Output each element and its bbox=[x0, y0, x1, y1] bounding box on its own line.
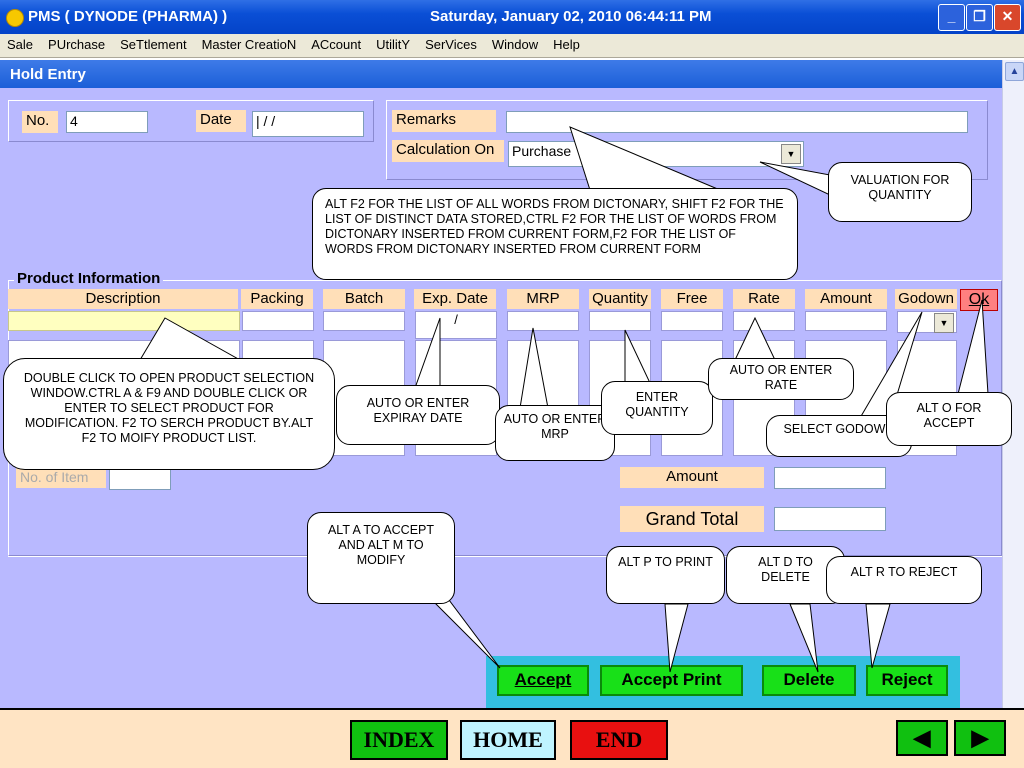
amount-total-field bbox=[774, 467, 886, 489]
col-packing: Packing bbox=[241, 289, 313, 309]
free-input[interactable] bbox=[661, 311, 723, 331]
no-of-item-label: No. of Item bbox=[16, 468, 106, 488]
close-button[interactable]: ✕ bbox=[994, 4, 1021, 31]
datetime-display: Saturday, January 02, 2010 06:44:11 PM bbox=[430, 8, 712, 25]
rate-callout: AUTO OR ENTER RATE bbox=[708, 358, 854, 400]
calculation-on-value: Purchase bbox=[512, 143, 572, 159]
menu-sale[interactable]: Sale bbox=[7, 37, 34, 52]
description-input[interactable] bbox=[8, 311, 240, 331]
amount-input[interactable] bbox=[805, 311, 887, 331]
chevron-down-icon[interactable]: ▼ bbox=[934, 313, 954, 333]
print-callout: ALT P TO PRINT bbox=[606, 546, 725, 604]
app-title: PMS ( DYNODE (PHARMA) ) bbox=[28, 8, 228, 25]
title-bar: PMS ( DYNODE (PHARMA) ) Saturday, Januar… bbox=[0, 0, 1024, 34]
next-arrow-icon[interactable]: ▶ bbox=[954, 720, 1006, 756]
scroll-up-icon[interactable]: ▲ bbox=[1005, 62, 1024, 81]
reject-callout: ALT R TO REJECT bbox=[826, 556, 982, 604]
accept-modify-callout: ALT A TO ACCEPT AND ALT M TO MODIFY bbox=[307, 512, 455, 604]
menu-help[interactable]: Help bbox=[553, 37, 580, 52]
form-title: Hold Entry bbox=[0, 60, 1002, 88]
col-godown: Godown bbox=[895, 289, 957, 309]
menu-services[interactable]: SerVices bbox=[425, 37, 477, 52]
vertical-scrollbar[interactable]: ▲ bbox=[1002, 60, 1024, 708]
delete-button[interactable]: Delete bbox=[762, 665, 856, 696]
exp-date-input[interactable]: / bbox=[415, 311, 497, 339]
col-description: Description bbox=[8, 289, 238, 309]
divider bbox=[8, 556, 1002, 557]
end-button[interactable]: END bbox=[570, 720, 668, 760]
col-free: Free bbox=[661, 289, 723, 309]
col-rate: Rate bbox=[733, 289, 795, 309]
no-field[interactable]: 4 bbox=[66, 111, 148, 133]
col-amount: Amount bbox=[805, 289, 887, 309]
col-mrp: MRP bbox=[507, 289, 579, 309]
expiry-callout: AUTO OR ENTER EXPIRAY DATE bbox=[336, 385, 500, 445]
reject-button[interactable]: Reject bbox=[866, 665, 948, 696]
batch-input[interactable] bbox=[323, 311, 405, 331]
menu-account[interactable]: ACcount bbox=[311, 37, 362, 52]
no-label: No. bbox=[22, 111, 58, 133]
quantity-callout: ENTER QUANTITY bbox=[601, 381, 713, 435]
dictionary-callout: ALT F2 FOR THE LIST OF ALL WORDS FROM DI… bbox=[312, 188, 798, 280]
remarks-field[interactable] bbox=[506, 111, 968, 133]
ok-callout: ALT O FOR ACCEPT bbox=[886, 392, 1012, 446]
valuation-callout: VALUATION FOR QUANTITY bbox=[828, 162, 972, 222]
maximize-button[interactable]: ❐ bbox=[966, 4, 993, 31]
grand-total-field bbox=[774, 507, 886, 531]
packing-input[interactable] bbox=[242, 311, 314, 331]
no-of-item-field bbox=[109, 468, 171, 490]
chevron-down-icon[interactable]: ▼ bbox=[781, 144, 801, 164]
accept-print-button[interactable]: Accept Print bbox=[600, 665, 743, 696]
rate-input[interactable] bbox=[733, 311, 795, 331]
menu-utility[interactable]: UtilitY bbox=[376, 37, 411, 52]
product-callout: DOUBLE CLICK TO OPEN PRODUCT SELECTION W… bbox=[3, 358, 335, 470]
date-field[interactable]: | / / bbox=[252, 111, 364, 137]
col-batch: Batch bbox=[323, 289, 405, 309]
godown-select[interactable]: ▼ bbox=[897, 311, 957, 333]
calculation-on-label: Calculation On bbox=[392, 140, 504, 162]
ok-button[interactable]: Ok bbox=[960, 289, 998, 311]
menu-master-creation[interactable]: Master CreatioN bbox=[201, 37, 297, 52]
calculation-on-select[interactable]: Purchase ▼ bbox=[508, 141, 804, 167]
quantity-input[interactable] bbox=[589, 311, 651, 331]
previous-arrow-icon[interactable]: ◀ bbox=[896, 720, 948, 756]
menu-bar: Sale PUrchase SeTtlement Master CreatioN ACc… bbox=[0, 34, 1024, 58]
accept-button[interactable]: Accept bbox=[497, 665, 589, 696]
minimize-button[interactable]: _ bbox=[938, 4, 965, 31]
product-information-title: Product Information bbox=[14, 270, 164, 287]
app-icon bbox=[6, 9, 24, 27]
number-date-group bbox=[8, 100, 374, 142]
col-quantity: Quantity bbox=[589, 289, 651, 309]
mrp-callout: AUTO OR ENTER MRP bbox=[495, 405, 615, 461]
col-exp-date: Exp. Date bbox=[414, 289, 496, 309]
date-label: Date bbox=[196, 110, 246, 132]
menu-settlement[interactable]: SeTtlement bbox=[120, 37, 187, 52]
menu-purchase[interactable]: PUrchase bbox=[48, 37, 106, 52]
remarks-label: Remarks bbox=[392, 110, 496, 132]
amount-total-label: Amount bbox=[620, 467, 764, 488]
index-button[interactable]: INDEX bbox=[350, 720, 448, 760]
menu-window[interactable]: Window bbox=[491, 37, 539, 52]
mrp-input[interactable] bbox=[507, 311, 579, 331]
grand-total-label: Grand Total bbox=[620, 506, 764, 532]
home-button[interactable]: HOME bbox=[460, 720, 556, 760]
delete-callout: ALT D TO DELETE bbox=[726, 546, 845, 604]
